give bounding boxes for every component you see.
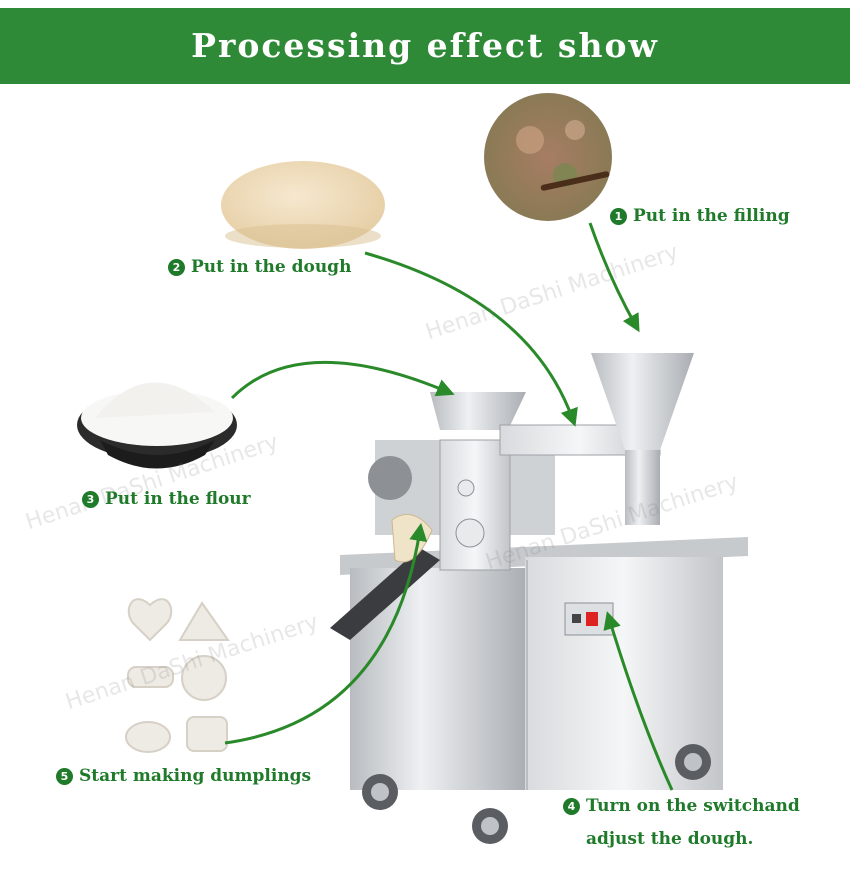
step-text: Turn on the switchand — [586, 796, 800, 816]
step-number-badge: 5 — [56, 767, 73, 785]
step-number-badge: 4 — [563, 797, 580, 815]
step-text: adjust the dough. — [586, 829, 754, 849]
flour-image — [77, 382, 237, 469]
step-text: Put in the flour — [105, 489, 251, 509]
dumplings-image — [125, 598, 230, 753]
machine-top — [330, 353, 694, 640]
step-3-label: 3 Put in the flour — [82, 489, 251, 509]
step-text: Put in the filling — [633, 206, 790, 226]
step-number-badge: 1 — [610, 207, 627, 225]
step-4-label: 4 Turn on the switchand — [563, 796, 800, 816]
title-banner — [0, 8, 850, 84]
step-text: Put in the dough — [191, 257, 352, 277]
machine-wheels — [362, 744, 711, 844]
step-1-label: 1 Put in the filling — [610, 206, 790, 226]
filling-image — [484, 93, 612, 221]
page-title: Processing effect show — [191, 26, 659, 65]
step-number-badge: 2 — [168, 258, 185, 276]
step-4-label-line2: adjust the dough. — [586, 829, 753, 849]
step-text: Start making dumplings — [79, 766, 312, 786]
step-5-label: 5 Start making dumplings — [56, 766, 311, 786]
step-number-badge: 3 — [82, 490, 99, 508]
step-2-label: 2 Put in the dough — [168, 257, 351, 277]
